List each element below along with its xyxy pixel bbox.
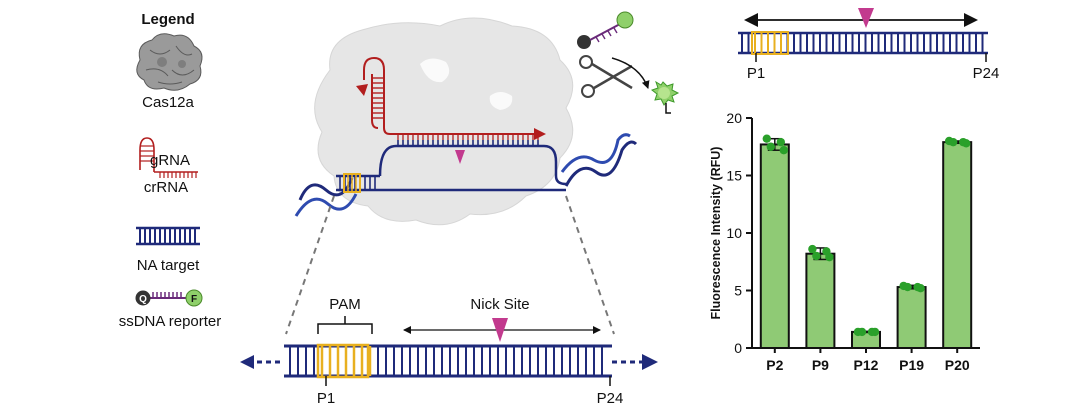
ssdna-reporter-icon: Q F [135, 289, 203, 307]
data-point-p20 [962, 139, 971, 148]
top-pam-region [751, 31, 789, 55]
x-tick-label-p2: P2 [766, 357, 783, 373]
fluorescence-bar-chart: 0 5 10 15 20 P2 P9 P12 P19 P20 Fluorescence Inte… [709, 110, 980, 373]
x-tick-label-p12: P12 [854, 357, 879, 373]
complex-nick-marker [455, 150, 465, 164]
fluorophore-icon [185, 289, 203, 307]
legend-label-na-target: NA target [137, 257, 200, 274]
data-point-p20 [949, 137, 958, 147]
bar-p2 [759, 143, 790, 349]
top-position-p1-label: P1 [747, 65, 765, 82]
quencher-symbol: Q [139, 294, 147, 305]
y-axis-label: Fluorescence Intensity (RFU) [709, 147, 723, 320]
scissors-icon [579, 55, 633, 98]
legend: Legend Cas12a gRNA crRNA NA target [119, 11, 222, 330]
data-point-p12 [870, 327, 880, 337]
bottom-dna-schematic: PAM Nick Site P1 P24 [240, 296, 658, 407]
legend-label-ssdna-reporter: ssDNA reporter [119, 313, 222, 330]
position-p1-label: P1 [317, 390, 335, 407]
released-fluorophore-icon [650, 80, 680, 114]
reporter-fluorophore-icon [616, 11, 634, 29]
y-tick-label: 10 [726, 225, 742, 241]
release-arrow [611, 57, 650, 89]
data-point-p19 [903, 282, 912, 292]
nick-site-label: Nick Site [470, 296, 529, 313]
bar-p19 [896, 286, 927, 349]
pam-region [316, 343, 370, 379]
y-tick-label: 0 [734, 340, 742, 356]
data-point-p2 [776, 137, 785, 147]
data-point-p2 [766, 142, 775, 151]
y-tick-label: 20 [726, 110, 742, 126]
reporter-cleavage-illustration [577, 11, 680, 114]
bar-p9 [805, 252, 836, 349]
x-tick-label-p20: P20 [945, 357, 970, 373]
data-point-p12 [857, 327, 867, 337]
legend-label-cas12a: Cas12a [142, 94, 194, 111]
top-right-dna-schematic: P1 P24 [738, 8, 999, 82]
grna-icon [139, 137, 198, 178]
cas12a-complex-illustration [294, 17, 638, 226]
x-tick-label-p9: P9 [812, 357, 829, 373]
crrna-strand [363, 56, 546, 140]
na-target-icon [136, 226, 200, 246]
data-point-p2 [762, 134, 771, 143]
fluorophore-symbol: F [191, 294, 197, 305]
data-point-p19 [916, 284, 925, 293]
legend-label-crrna: crRNA [144, 179, 188, 196]
data-point-p9 [808, 244, 817, 254]
pam-label: PAM [329, 296, 360, 313]
data-point-p2 [779, 146, 788, 155]
zoom-line-left [285, 195, 335, 335]
nick-site-marker [492, 318, 508, 342]
cas12a-protein-shape [314, 17, 574, 226]
bar-p20 [942, 141, 973, 349]
y-tick-label: 5 [734, 283, 742, 299]
reporter-quencher-icon [577, 35, 591, 49]
quencher-icon [135, 290, 151, 306]
data-point-p9 [825, 252, 834, 262]
crrna-5prime-arrow [356, 84, 368, 96]
data-point-p9 [812, 251, 821, 261]
top-position-p24-label: P24 [973, 65, 1000, 82]
cas12a-icon [136, 33, 203, 91]
x-tick-label-p19: P19 [899, 357, 924, 373]
top-nick-marker [858, 8, 874, 28]
y-tick-label: 15 [726, 168, 742, 184]
position-p24-label: P24 [597, 390, 624, 407]
legend-label-grna: gRNA [150, 152, 190, 169]
legend-title: Legend [141, 11, 194, 28]
zoom-line-right [565, 195, 615, 335]
pam-bracket [317, 323, 373, 334]
